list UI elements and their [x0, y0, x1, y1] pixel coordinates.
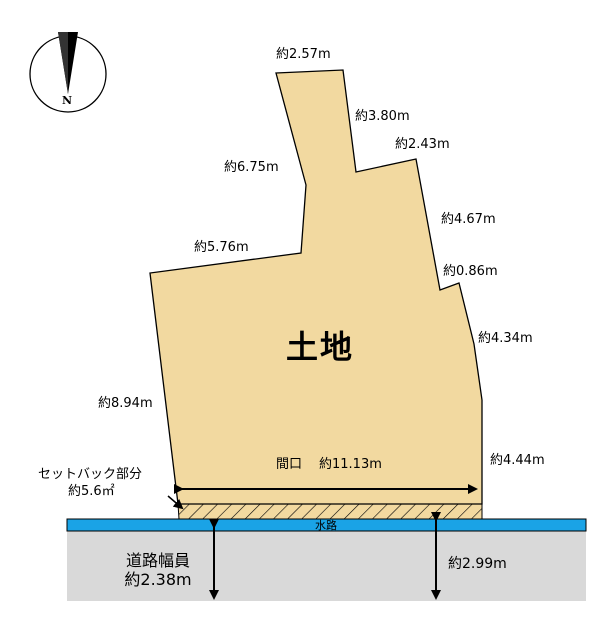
compass-north-label: N	[62, 94, 73, 107]
frontage-value: 約11.13m	[319, 457, 382, 472]
dim-left-step: 約5.76m	[194, 240, 249, 255]
dim-right-notch: 約0.86m	[443, 264, 498, 279]
dim-right-upper: 約3.80m	[355, 109, 410, 124]
setback-strip	[177, 503, 483, 520]
setback-label: セットバック部分	[38, 467, 143, 482]
road-width-title: 道路幅員	[125, 551, 190, 570]
land-title: 土地	[286, 328, 355, 366]
frontage-label: 間口	[276, 457, 303, 472]
setback-pointer	[167, 495, 184, 510]
dim-left-lower: 約8.94m	[98, 396, 153, 411]
setback-area: 約5.6㎡	[68, 484, 115, 499]
dim-right-bottom: 約4.44m	[490, 453, 545, 468]
road-depth-value: 約2.99m	[448, 556, 507, 572]
dim-right-mid: 約4.67m	[441, 212, 496, 227]
dim-left-upper: 約6.75m	[224, 160, 279, 175]
compass-icon	[29, 32, 107, 113]
road-area	[67, 531, 586, 601]
road-width-value: 約2.38m	[124, 570, 192, 589]
land-parcel	[149, 69, 483, 505]
waterway-label: 水路	[315, 519, 337, 532]
dim-right-lower: 約4.34m	[478, 331, 533, 346]
dim-top: 約2.57m	[276, 47, 331, 62]
dim-right-step: 約2.43m	[395, 137, 450, 152]
